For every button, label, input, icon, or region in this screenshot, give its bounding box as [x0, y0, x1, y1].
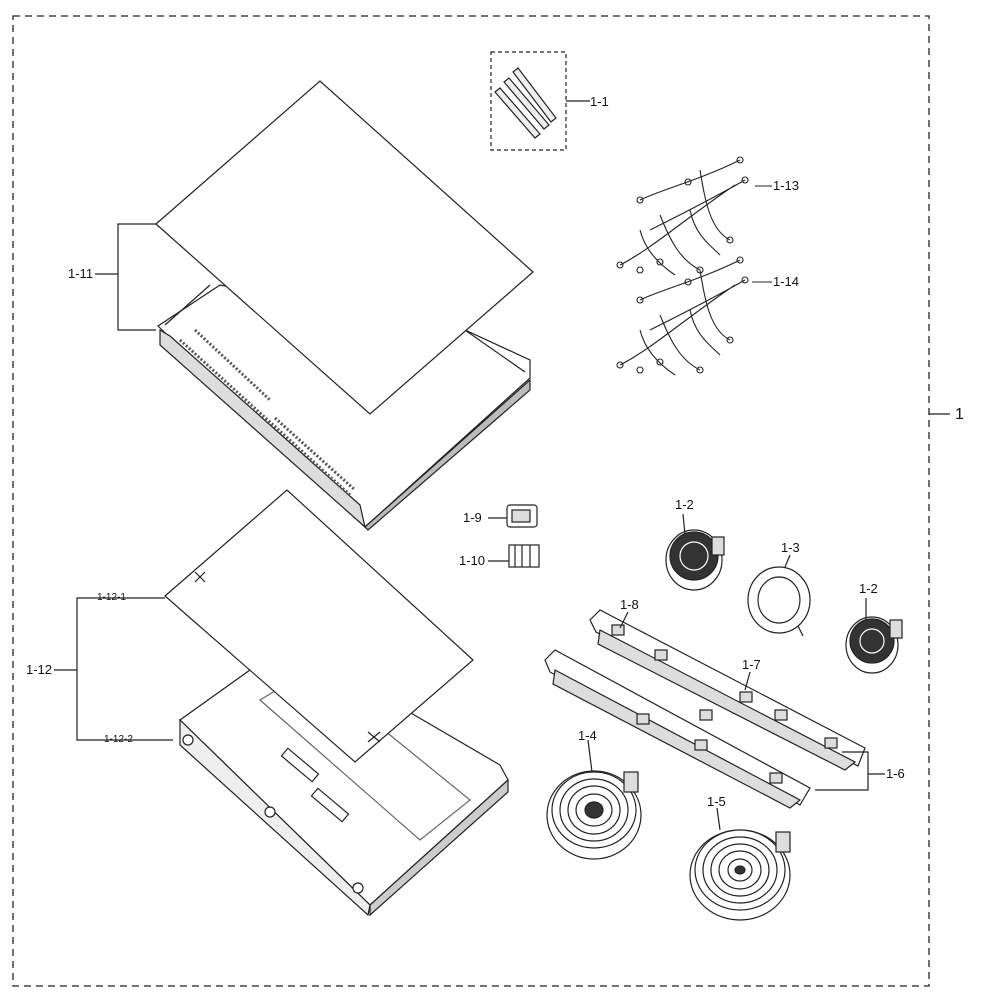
part-1-9-1-10-terminal [488, 504, 540, 568]
part-1-2-element-b [845, 598, 903, 674]
label-1-12-1: 1-12-1 [97, 592, 126, 603]
label-1-14: 1-14 [773, 274, 800, 289]
part-1-3-ring [747, 554, 811, 637]
label-1-12-2: 1-12-2 [104, 734, 133, 745]
label-1-5: 1-5 [707, 794, 726, 809]
label-1-13: 1-13 [773, 178, 800, 193]
part-1-4-element [546, 739, 642, 860]
label-assembly-1: 1 [955, 406, 964, 423]
part-1-5-element [689, 807, 791, 921]
part-1-2-element-a [665, 513, 725, 591]
label-1-1: 1-1 [590, 94, 609, 109]
part-1-1-clips [490, 51, 590, 151]
part-1-11-glass-frame [95, 80, 534, 531]
label-1-6: 1-6 [886, 766, 905, 781]
assembly-border [12, 15, 930, 987]
label-1-10: 1-10 [459, 553, 486, 568]
part-1-13-harness [616, 156, 772, 276]
label-1-2-a: 1-2 [675, 497, 694, 512]
part-1-6-rails [544, 609, 885, 809]
label-1-7: 1-7 [742, 657, 761, 672]
part-1-14-harness [616, 256, 772, 376]
label-1-3: 1-3 [781, 540, 800, 555]
label-1-11: 1-11 [68, 266, 94, 281]
label-1-9: 1-9 [463, 510, 482, 525]
label-1-4: 1-4 [578, 728, 597, 743]
label-1-12: 1-12 [26, 662, 53, 677]
label-1-2-b: 1-2 [859, 581, 878, 596]
label-1-8: 1-8 [620, 597, 639, 612]
part-1-12-housing [54, 489, 509, 917]
